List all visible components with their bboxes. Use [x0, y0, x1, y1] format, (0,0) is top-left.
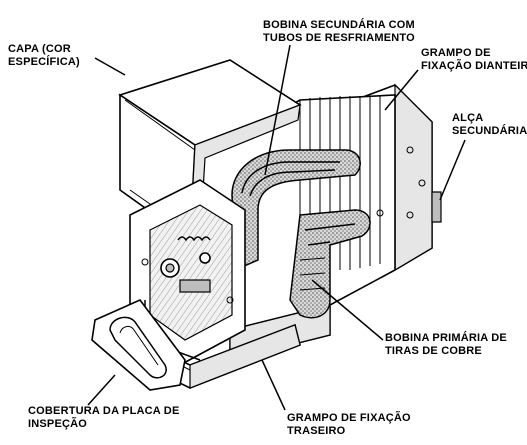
label-bobina-primaria-line-2: TIRAS DE COBRE — [385, 345, 507, 358]
label-grampo-traseiro: GRAMPO DE FIXAÇÃO TRASEIRO — [287, 412, 411, 438]
label-alca-secundaria-line-1: ALÇA — [452, 112, 527, 125]
label-cobertura-placa-line-2: INSPEÇÃO — [28, 418, 179, 431]
label-bobina-primaria: BOBINA PRIMÁRIA DE TIRAS DE COBRE — [385, 332, 507, 358]
label-grampo-traseiro-line-1: GRAMPO DE FIXAÇÃO — [287, 412, 411, 425]
leader-alca — [440, 140, 465, 200]
leader-grampo-traseiro — [262, 360, 285, 410]
secondary-handle — [432, 192, 441, 222]
label-bobina-secundaria-line-2: TUBOS DE RESFRIAMENTO — [263, 32, 415, 45]
label-bobina-primaria-line-1: BOBINA PRIMÁRIA DE — [385, 332, 507, 345]
label-cobertura-placa-line-1: COBERTURA DA PLACA DE — [28, 405, 179, 418]
label-grampo-traseiro-line-2: TRASEIRO — [287, 425, 411, 438]
label-grampo-dianteiro-line-2: FIXAÇÃO DIANTEIR — [421, 60, 527, 73]
label-grampo-dianteiro: GRAMPO DE FIXAÇÃO DIANTEIR — [421, 47, 527, 73]
label-capa-line-1: CAPA (COR — [8, 43, 80, 56]
label-alca-secundaria-line-2: SECUNDÁRIA — [452, 125, 527, 138]
leader-capa — [95, 58, 125, 75]
label-capa: CAPA (COR ESPECÍFICA) — [8, 43, 80, 69]
label-bobina-secundaria: BOBINA SECUNDÁRIA COM TUBOS DE RESFRIAME… — [263, 19, 415, 45]
label-capa-line-2: ESPECÍFICA) — [8, 56, 80, 69]
label-grampo-dianteiro-line-1: GRAMPO DE — [421, 47, 527, 60]
label-alca-secundaria: ALÇA SECUNDÁRIA — [452, 112, 527, 138]
label-cobertura-placa: COBERTURA DA PLACA DE INSPEÇÃO — [28, 405, 179, 431]
label-bobina-secundaria-line-1: BOBINA SECUNDÁRIA COM — [263, 19, 415, 32]
leader-cobertura — [88, 375, 115, 405]
